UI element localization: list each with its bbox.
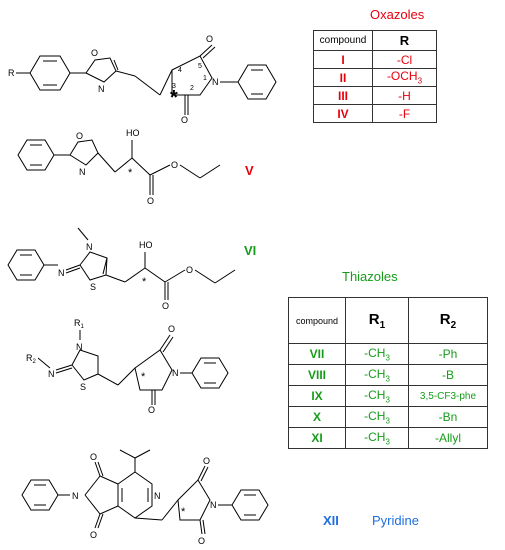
- compound-id: IV: [313, 104, 373, 123]
- r2-value: 3,5-CF3-phe: [408, 385, 488, 407]
- atom-s: S: [80, 382, 86, 392]
- table-header: compound: [313, 30, 373, 51]
- atom-n: N: [86, 242, 93, 252]
- table-row: III -H: [313, 86, 437, 105]
- r2-value: -Allyl: [408, 427, 488, 449]
- label-pyridine: Pyridine: [372, 513, 419, 528]
- oxazoles-title: Oxazoles: [370, 7, 425, 22]
- table-row: IV -F: [313, 104, 437, 123]
- atom-r: R: [8, 68, 15, 78]
- atom-o: O: [203, 456, 210, 466]
- r2-value: -Ph: [408, 343, 488, 365]
- stereo-star: *: [128, 167, 133, 179]
- atom-o: O: [90, 452, 97, 462]
- structure-compound-vi: N N S HO * O O: [7, 227, 236, 311]
- r-value: -Cl: [372, 50, 437, 69]
- stereo-star: *: [141, 371, 146, 383]
- compound-id: XI: [288, 427, 346, 449]
- atom-o: O: [76, 131, 83, 141]
- r-value: -H: [372, 86, 437, 105]
- stereo-star: *: [181, 506, 186, 518]
- ring-number: 5: [198, 63, 202, 70]
- ring-number: 3: [172, 83, 176, 90]
- compound-id: III: [313, 86, 373, 105]
- atom-o: O: [206, 34, 213, 44]
- ring-number: 2: [190, 85, 194, 92]
- atom-r2: R2: [26, 353, 37, 365]
- compound-id: VIII: [288, 364, 346, 386]
- table-header: R1: [345, 297, 409, 344]
- table-row: VIII -CH3 -B: [288, 364, 488, 386]
- atom-n: N: [58, 268, 65, 278]
- ring-number: 1: [203, 75, 207, 82]
- structure-oxazole-series: R O N O O N * 4 5 3 2 1: [8, 34, 277, 125]
- stereo-star: *: [142, 276, 147, 288]
- oxazoles-table: compound R I -Cl II -OCH3 III -H IV -F: [313, 30, 437, 123]
- table-header: R: [372, 30, 437, 51]
- table-row: I -Cl: [313, 50, 437, 69]
- compound-id: I: [313, 50, 373, 69]
- r1-value: -CH3: [345, 385, 409, 407]
- table-header: R2: [408, 297, 488, 344]
- label-compound-v: V: [245, 163, 254, 178]
- compound-id: IX: [288, 385, 346, 407]
- thiazoles-table: compound R1 R2 VII -CH3 -Ph VIII -CH3 -B…: [288, 297, 488, 449]
- table-row: IX -CH3 3,5-CF3-phe: [288, 385, 488, 407]
- table-row: XI -CH3 -Allyl: [288, 427, 488, 449]
- atom-ho: HO: [126, 128, 140, 138]
- atom-o: O: [91, 48, 98, 58]
- structure-compound-v: O N HO * O O: [17, 128, 221, 206]
- thiazoles-title: Thiazoles: [342, 269, 398, 284]
- r-value: -F: [372, 104, 437, 123]
- atom-n: N: [172, 368, 179, 378]
- table-header: compound: [288, 297, 346, 344]
- atom-o: O: [147, 196, 154, 206]
- atom-s: S: [90, 282, 96, 292]
- atom-n: N: [48, 369, 55, 379]
- atom-o: O: [148, 405, 155, 415]
- table-row: II -OCH3: [313, 68, 437, 87]
- atom-n: N: [210, 500, 217, 510]
- compound-id: II: [313, 68, 373, 87]
- atom-o: O: [186, 265, 193, 275]
- atom-n: N: [72, 491, 79, 501]
- stereo-star: *: [170, 87, 178, 109]
- label-compound-xii: XII: [323, 513, 339, 528]
- atom-n: N: [212, 77, 219, 87]
- ring-number: 4: [178, 67, 182, 74]
- atom-o: O: [171, 160, 178, 170]
- label-compound-vi: VI: [244, 243, 257, 258]
- compound-id: X: [288, 406, 346, 428]
- atom-o: O: [168, 324, 175, 334]
- atom-o: O: [198, 536, 205, 546]
- compound-id: VII: [288, 343, 346, 365]
- atom-n: N: [76, 342, 83, 352]
- atom-o: O: [90, 530, 97, 540]
- atom-n: N: [98, 84, 105, 94]
- r2-value: -Bn: [408, 406, 488, 428]
- atom-o: O: [162, 301, 169, 311]
- structure-compound-xii: N O O N O O * N: [21, 449, 269, 546]
- atom-ho: HO: [139, 240, 153, 250]
- r1-value: -CH3: [345, 364, 409, 386]
- atom-o: O: [181, 115, 188, 125]
- table-row: X -CH3 -Bn: [288, 406, 488, 428]
- r1-value: -CH3: [345, 406, 409, 428]
- atom-r1: R1: [74, 318, 85, 330]
- atom-n: N: [79, 167, 86, 177]
- r1-value: -CH3: [345, 427, 409, 449]
- atom-n: N: [154, 491, 161, 501]
- structure-thiazole-series: R2 N N R1 S O O * N: [26, 318, 229, 415]
- table-row: VII -CH3 -Ph: [288, 343, 488, 365]
- r-value: -OCH3: [372, 68, 437, 87]
- r2-value: -B: [408, 364, 488, 386]
- r1-value: -CH3: [345, 343, 409, 365]
